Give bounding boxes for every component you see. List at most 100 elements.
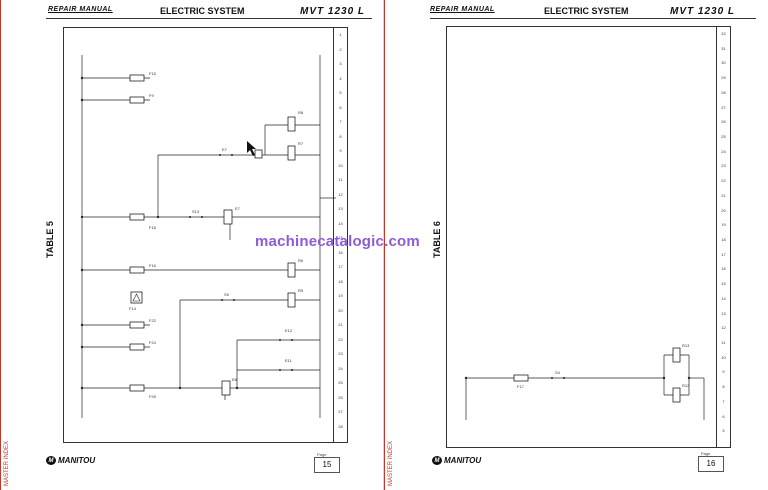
ruler-number: 20 — [338, 307, 343, 313]
ruler-number: 15 — [338, 235, 343, 240]
component-label: R7 — [298, 141, 304, 146]
component-label: R13 — [682, 343, 690, 348]
component-label: F16 — [149, 263, 156, 268]
wiring-diagram-table-5 — [80, 55, 336, 418]
ruler-number: 13 — [338, 206, 343, 211]
manitou-logo: M MANITOU — [46, 456, 95, 465]
component-label: F22 — [149, 318, 156, 323]
ruler-number: 8 — [722, 384, 725, 390]
ruler-number: 11 — [721, 340, 726, 345]
ruler-number: 25 — [721, 134, 726, 139]
side-index-bar — [384, 0, 385, 490]
component-label: F17 — [517, 384, 524, 389]
header-manual: REPAIR MANUAL — [48, 6, 113, 13]
ruler-number: 16 — [721, 266, 726, 272]
left-page: REPAIR MANUAL ELECTRIC SYSTEM MVT 1230 L… — [0, 0, 372, 490]
component-label: S13 — [192, 209, 200, 214]
ruler-number: 27 — [721, 104, 726, 110]
ruler-number: 21 — [721, 192, 726, 198]
cursor-icon — [247, 141, 256, 156]
component-label: F18 — [149, 225, 156, 230]
ruler-number: 14 — [338, 220, 343, 226]
component-label: S4 — [555, 370, 560, 375]
ruler-number: 19 — [338, 293, 343, 298]
component-label: E7 — [235, 206, 240, 211]
page-number-box: Page 15 — [314, 452, 340, 473]
component-label: R12 — [682, 383, 690, 388]
ruler-number: 11 — [338, 177, 343, 182]
ruler-number: 17 — [721, 251, 726, 257]
component-label: E8 — [232, 377, 237, 382]
ruler-number: 8 — [339, 133, 342, 139]
ruler-number: 5 — [339, 90, 342, 95]
right-page: REPAIR MANUAL ELECTRIC SYSTEM MVT 1230 L… — [384, 0, 768, 490]
ruler-number: 21 — [338, 322, 343, 327]
ruler-number: 23 — [338, 351, 343, 356]
ruler-number: 10 — [721, 354, 726, 360]
header-manual: REPAIR MANUAL — [430, 6, 495, 13]
side-index-bar — [0, 0, 1, 490]
side-index[interactable]: MASTER INDEX — [385, 428, 395, 486]
ruler-number: 9 — [339, 148, 342, 153]
ruler-number: 20 — [721, 207, 726, 213]
ruler-number: 12 — [721, 325, 726, 331]
ruler-number: 24 — [338, 365, 343, 371]
component-label: F24 — [149, 340, 156, 345]
ruler-number: 30 — [721, 60, 726, 66]
ruler-number: 10 — [338, 162, 343, 168]
header-title: ELECTRIC SYSTEM — [160, 6, 245, 16]
ruler-number: 4 — [339, 75, 342, 81]
component-label: E12 — [285, 328, 293, 333]
watermark: machinecatalogic.com — [255, 233, 420, 250]
manitou-logo: M MANITOU — [432, 456, 481, 465]
component-label: R8 — [298, 110, 304, 115]
manitou-logo-icon: M — [46, 456, 56, 465]
component-label: E11 — [285, 358, 292, 363]
component-label: F14 — [129, 306, 136, 311]
ruler-number: 28 — [338, 423, 343, 429]
ruler-number: 16 — [338, 249, 343, 255]
ruler-number: 22 — [721, 178, 726, 184]
side-index[interactable]: MASTER INDEX — [1, 428, 11, 486]
header-model: MVT 1230 L — [670, 6, 736, 17]
ruler-number: 14 — [721, 295, 726, 301]
component-label: F29 — [149, 394, 156, 399]
ruler-number: 29 — [721, 75, 726, 81]
ruler-number: 7 — [722, 398, 725, 404]
header-title: ELECTRIC SYSTEM — [544, 6, 629, 16]
component-label: F15 — [149, 71, 156, 76]
ruler-number: 18 — [721, 237, 726, 242]
ruler-number: 1 — [339, 32, 342, 37]
ruler-number: 26 — [338, 394, 343, 400]
ruler-number: 19 — [721, 222, 726, 228]
header-model: MVT 1230 L — [300, 6, 366, 17]
wiring-diagram-table-6 — [464, 347, 705, 420]
ruler-number: 9 — [722, 369, 725, 375]
ruler-number: 23 — [721, 163, 726, 169]
ruler-number: 17 — [338, 264, 343, 269]
ruler-number: 12 — [338, 191, 343, 197]
ruler-number: 31 — [721, 45, 726, 51]
component-label: R6 — [298, 258, 304, 263]
header-rule — [46, 18, 372, 19]
ruler-number: 22 — [338, 336, 343, 342]
ruler-number: 3 — [339, 61, 342, 66]
ruler-number: 25 — [338, 380, 343, 385]
header-rule — [430, 18, 756, 19]
component-label: S5 — [224, 292, 229, 297]
ruler-number: 28 — [721, 89, 726, 95]
component-label: R5 — [298, 288, 304, 293]
ruler-number: 32 — [721, 31, 726, 36]
page-number-box: Page 16 — [698, 451, 724, 472]
ruler-number: 2 — [339, 46, 342, 52]
ruler-number: 26 — [721, 119, 726, 125]
ruler-number: 7 — [339, 119, 342, 124]
component-label: F9 — [149, 93, 154, 98]
ruler-number: 6 — [722, 413, 725, 419]
ruler-number: 24 — [721, 148, 726, 154]
ruler-number: 5 — [722, 428, 725, 434]
ruler-number: 27 — [338, 409, 343, 414]
